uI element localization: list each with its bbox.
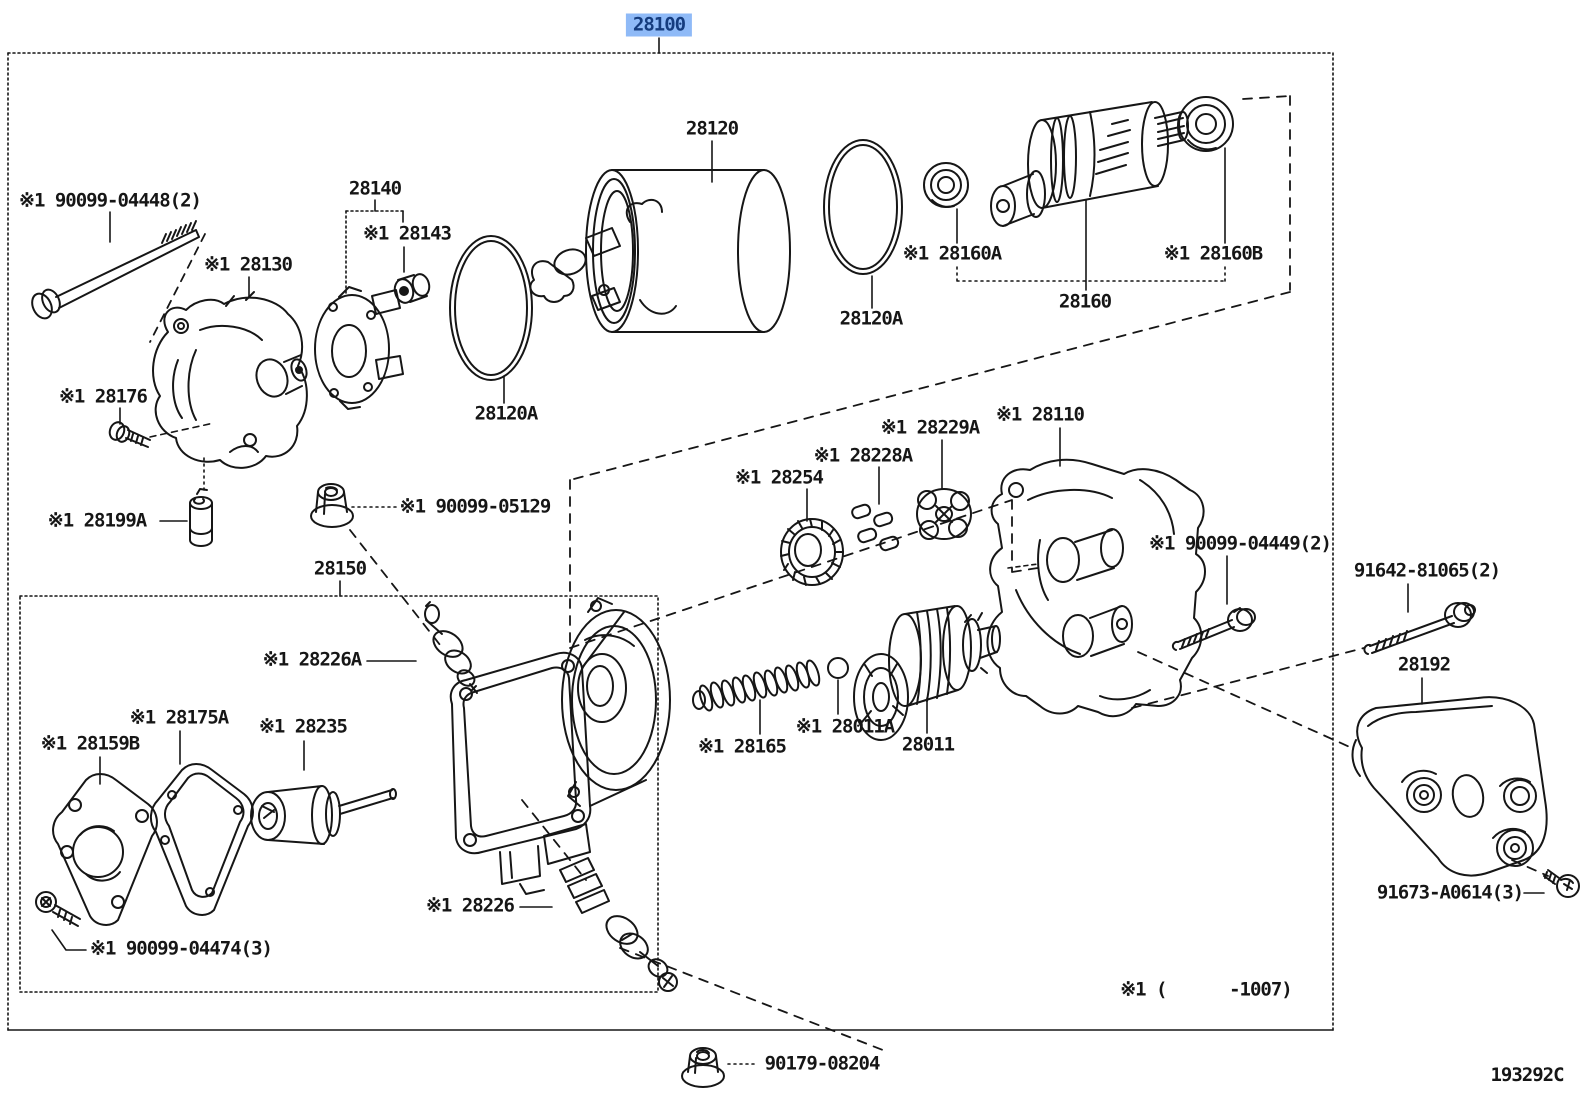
part-art-28229A-retainer — [916, 439, 972, 540]
part-label-1-90099-04448-2[interactable]: ※1 90099-04448(2) — [19, 189, 202, 212]
assembly-boundary-box — [7, 37, 1334, 1031]
part-art-91673-A0614-screw — [1523, 869, 1580, 898]
part-label-28100[interactable]: 28100 — [625, 13, 693, 37]
part-art-28140-brush-holder — [314, 199, 431, 410]
part-label-1-28160A[interactable]: ※1 28160A — [902, 242, 1002, 265]
part-label-1-28143[interactable]: ※1 28143 — [363, 222, 452, 245]
subassembly-boundary-box — [19, 595, 659, 993]
part-label-1-90099-04474-3[interactable]: ※1 90099-04474(3) — [90, 937, 273, 960]
part-label-1-28160B[interactable]: ※1 28160B — [1163, 242, 1263, 265]
part-label-1-28110[interactable]: ※1 28110 — [996, 403, 1085, 426]
part-label-1-28130[interactable]: ※1 28130 — [204, 253, 293, 276]
part-art-28192-end-cover — [1351, 677, 1548, 877]
part-art-28120A-o-ring-right — [823, 139, 903, 309]
part-label-90179-08204[interactable]: 90179-08204 — [764, 1052, 881, 1075]
part-art-28235-plunger — [250, 740, 397, 845]
part-art-90099-04449-bolt — [1171, 555, 1256, 651]
construction-dashed-lines — [349, 95, 1549, 1053]
part-art-28120A-o-ring-left — [449, 235, 533, 404]
part-art-90099-04474-screw — [35, 891, 87, 951]
part-label-1-90099-05129[interactable]: ※1 90099-05129 — [399, 495, 552, 518]
part-label-28120[interactable]: 28120 — [685, 117, 739, 140]
part-art-28160B-bearing — [1178, 96, 1234, 244]
part-art-28199A-plug — [159, 488, 213, 547]
part-label-1-28228A[interactable]: ※1 28228A — [813, 444, 913, 467]
part-art-28176-bolt — [108, 407, 215, 448]
part-label-91642-81065-2[interactable]: 91642-81065(2) — [1353, 559, 1501, 582]
part-art-through-bolt-90099-04448 — [31, 211, 206, 343]
part-art-28160A-bearing — [923, 162, 969, 244]
part-label-28192[interactable]: 28192 — [1397, 653, 1451, 676]
part-label-1-28176[interactable]: ※1 28176 — [59, 385, 148, 408]
part-label-1-28159B[interactable]: ※1 28159B — [40, 732, 140, 755]
part-label-1-28254[interactable]: ※1 28254 — [735, 466, 824, 489]
part-label-28120A[interactable]: 28120A — [474, 402, 539, 425]
part-art-28226A-stud — [366, 601, 478, 694]
part-art-28011A-ball — [827, 657, 849, 715]
part-art-90099-05129-nut — [310, 483, 397, 528]
part-art-28175A-gasket — [150, 730, 254, 916]
part-label-1-28226A[interactable]: ※1 28226A — [262, 648, 362, 671]
part-art-28254-idler-gear — [780, 488, 844, 586]
part-label-28011[interactable]: 28011 — [901, 733, 955, 756]
part-art-28228A-rollers — [851, 466, 900, 552]
part-art-91642-81065-bolt — [1363, 583, 1476, 655]
part-art-28011-clutch — [853, 605, 1001, 741]
part-label-1-1007: ※1 ( -1007) — [1120, 978, 1293, 1001]
part-art-28130-end-frame — [152, 276, 308, 493]
part-art-28150-switch-body — [339, 580, 671, 895]
part-label-1-28226[interactable]: ※1 28226 — [426, 894, 515, 917]
part-label-1-28235[interactable]: ※1 28235 — [259, 715, 348, 738]
part-art-28165-spring — [692, 659, 821, 735]
part-label-1-90099-04449-2[interactable]: ※1 90099-04449(2) — [1149, 532, 1332, 555]
part-label-28120A[interactable]: 28120A — [839, 307, 904, 330]
part-label-1-28229A[interactable]: ※1 28229A — [880, 416, 980, 439]
bracket-28160 — [956, 266, 1226, 282]
part-label-1-28175A[interactable]: ※1 28175A — [129, 706, 229, 729]
part-label-1-28199A[interactable]: ※1 28199A — [47, 509, 147, 532]
part-label-1-28165[interactable]: ※1 28165 — [698, 735, 787, 758]
part-art-28159B-cover — [52, 756, 158, 926]
part-art-90179-08204-nut — [681, 1047, 757, 1088]
part-label-28140[interactable]: 28140 — [348, 177, 402, 200]
part-label-28160[interactable]: 28160 — [1058, 290, 1112, 313]
part-art-28160-armature — [990, 101, 1189, 291]
part-art-28226-terminal — [519, 857, 678, 992]
part-label-1-28011A[interactable]: ※1 28011A — [795, 715, 895, 738]
part-art-28110-drive-housing — [986, 427, 1206, 718]
part-label-28150[interactable]: 28150 — [313, 557, 367, 580]
part-label-91673-A0614-3[interactable]: 91673-A0614(3) — [1376, 881, 1524, 904]
drawing-code: 193292C — [1490, 1064, 1564, 1086]
part-art-28120-magnet-switch — [529, 140, 791, 333]
